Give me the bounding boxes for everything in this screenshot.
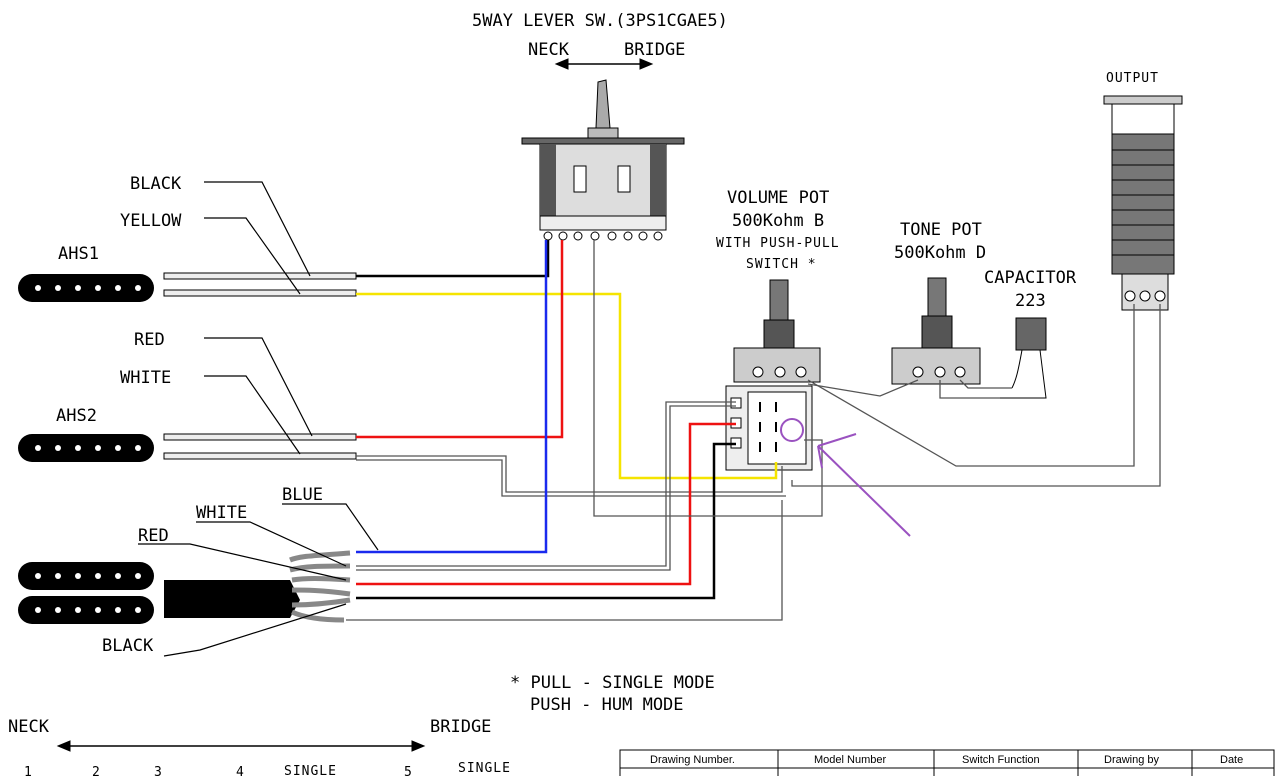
pickup-leads — [163, 272, 357, 460]
volume-pot-pushpull: WITH PUSH-PULL — [716, 236, 840, 251]
position-5-single: SINGLE — [458, 761, 511, 776]
volume-pot-switch: SWITCH * — [746, 257, 817, 272]
position-4-single: SINGLE — [284, 764, 337, 776]
wires — [346, 240, 1161, 621]
mode-note-pull: * PULL - SINGLE MODE — [510, 673, 715, 693]
tone-pot-label: TONE POT — [900, 220, 982, 240]
capacitor-value: 223 — [1015, 291, 1046, 311]
ahs1-black-label: BLACK — [130, 174, 182, 194]
annotation-marker — [780, 418, 911, 537]
switch-title: 5WAY LEVER SW.(3PS1CGAE5) — [472, 11, 728, 31]
output-label: OUTPUT — [1106, 71, 1159, 86]
hb-red-label: RED — [138, 526, 169, 546]
switch-direction-arrow — [554, 58, 654, 70]
tone-pot-value: 500Kohm D — [894, 243, 986, 263]
switch-bridge-label: BRIDGE — [624, 40, 685, 60]
positions-bridge-label: BRIDGE — [430, 717, 491, 737]
positions-direction-arrow — [56, 740, 426, 752]
mode-note-push: PUSH - HUM MODE — [530, 695, 684, 715]
title-block-drawing-by: Drawing by — [1104, 754, 1160, 766]
ahs1-yellow-label: YELLOW — [120, 211, 182, 231]
push-pull-switch — [725, 385, 813, 471]
tone-pot — [891, 277, 981, 385]
ahs2-white-label: WHITE — [120, 368, 171, 388]
title-block-switch-function: Switch Function — [962, 754, 1040, 766]
five-way-switch — [521, 79, 685, 241]
title-block-date: Date — [1220, 754, 1243, 766]
ahs2-name: AHS2 — [56, 406, 97, 426]
position-1: 1 — [24, 765, 33, 776]
volume-pot-label: VOLUME POT — [727, 188, 829, 208]
hb-blue-label: BLUE — [282, 485, 323, 505]
position-2: 2 — [92, 765, 101, 776]
hb-white-label: WHITE — [196, 503, 247, 523]
capacitor-label: CAPACITOR — [984, 268, 1077, 288]
volume-pot-value: 500Kohm B — [732, 211, 824, 231]
position-4: 4 — [236, 765, 245, 776]
title-block: Drawing Number. Model Number Switch Func… — [619, 749, 1275, 776]
ahs1-pickup — [18, 274, 154, 302]
volume-pot — [733, 279, 821, 383]
title-block-drawing-number: Drawing Number. — [650, 754, 735, 766]
ahs1-name: AHS1 — [58, 244, 99, 264]
position-5: 5 — [404, 765, 413, 776]
switch-neck-label: NECK — [528, 40, 570, 60]
ahs2-red-label: RED — [134, 330, 165, 350]
label-leaders — [138, 181, 379, 657]
hb-black-label: BLACK — [102, 636, 154, 656]
output-jack — [1103, 95, 1183, 311]
position-3: 3 — [154, 765, 163, 776]
positions-neck-label: NECK — [8, 717, 50, 737]
ahs2-pickup — [18, 434, 154, 462]
humbucker-pickup — [18, 550, 351, 624]
capacitor — [1000, 317, 1047, 399]
title-block-model-number: Model Number — [814, 754, 886, 766]
